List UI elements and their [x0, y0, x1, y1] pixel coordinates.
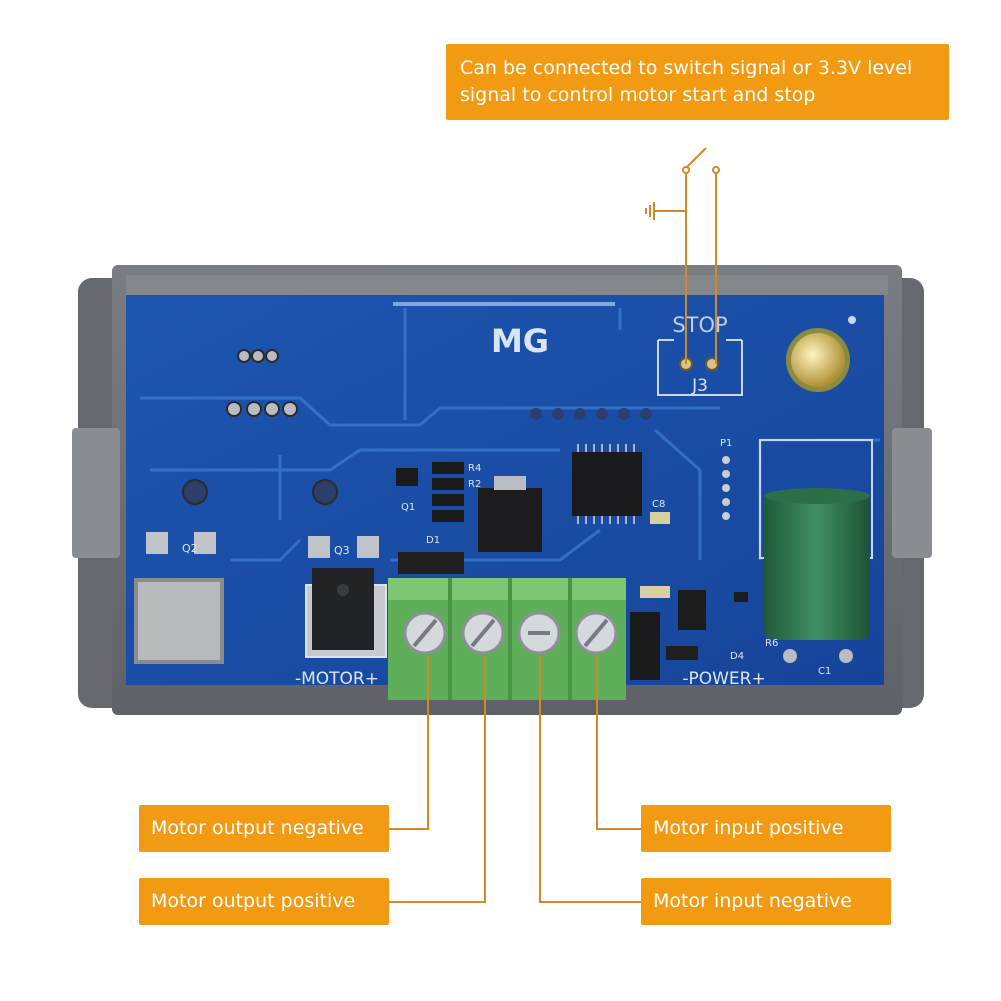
- top-callout-line-1: Can be connected to switch signal or 3.3…: [460, 57, 913, 79]
- q2-label: Q2: [182, 542, 198, 555]
- q3-label: Q3: [334, 544, 350, 557]
- ground-pad: [134, 578, 224, 664]
- large-capacitor: C1: [759, 439, 873, 677]
- small-capacitor: [786, 316, 856, 392]
- d1-label: D1: [426, 535, 440, 546]
- power-label: -POWER+: [682, 669, 765, 689]
- j3-label: J3: [691, 376, 708, 396]
- callout-motor-input-positive: Motor input positive: [641, 805, 891, 852]
- p1-header: P1: [720, 438, 732, 520]
- brand-label: MG: [491, 322, 549, 360]
- p1-label: P1: [720, 438, 732, 449]
- left-pads: [182, 349, 338, 505]
- test-pads: [530, 408, 652, 420]
- motor-label: -MOTOR+: [295, 669, 379, 689]
- c1-label: C1: [818, 666, 831, 677]
- q2-component: Q2: [146, 532, 216, 555]
- r6-label: R6: [765, 638, 778, 649]
- callout-motor-input-negative: Motor input negative: [641, 878, 891, 925]
- q3-component: Q3: [305, 536, 387, 658]
- terminal-screw-3: [517, 611, 561, 655]
- q1-label: Q1: [401, 502, 415, 513]
- terminal-screw-2: [461, 611, 505, 655]
- c8-label: C8: [652, 499, 665, 510]
- ic-chip: C8: [572, 444, 670, 524]
- terminal-block: [388, 578, 626, 700]
- terminal-screw-1: [403, 611, 447, 655]
- switch-symbol: [645, 147, 720, 364]
- d4-label: D4: [730, 651, 744, 662]
- driver-section: Q1 R4 R2 D1: [396, 462, 542, 574]
- top-callout-line-2: signal to control motor start and stop: [460, 84, 816, 106]
- leader-lines: [389, 656, 641, 903]
- stop-label: STOP: [672, 313, 727, 337]
- callout-motor-output-negative: Motor output negative: [139, 805, 389, 852]
- callout-motor-output-positive: Motor output positive: [139, 878, 389, 925]
- power-section: D4 R6: [630, 586, 778, 680]
- terminal-screw-4: [574, 611, 618, 655]
- top-callout: Can be connected to switch signal or 3.3…: [446, 44, 949, 120]
- stop-connector: STOP J3: [657, 313, 743, 396]
- r4-label: R4: [468, 463, 481, 474]
- r2-label: R2: [468, 479, 481, 490]
